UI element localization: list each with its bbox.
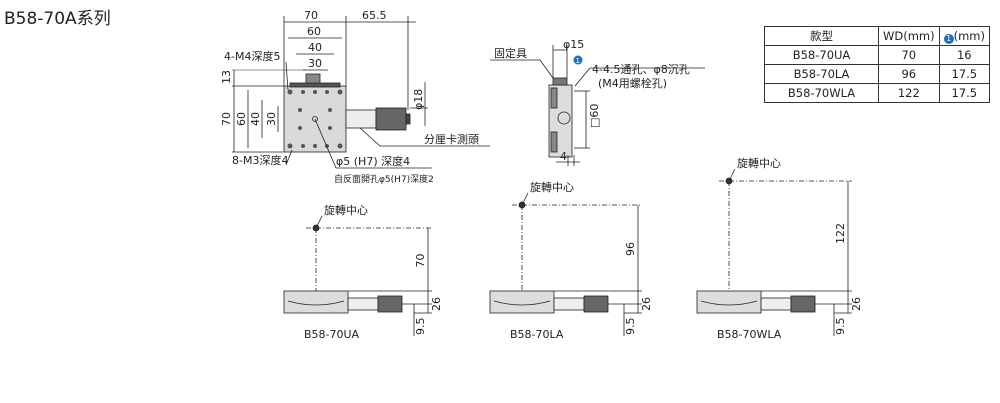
cell-model: B58-70LA [764,64,879,84]
micrometer-sleeve [760,297,792,311]
cell-wd: 70 [878,45,940,65]
dim-9-5: 9.5 [414,318,427,336]
micrometer-sleeve [345,109,377,129]
stage-body [283,290,349,314]
cell-marker: 17.5 [938,83,991,103]
micrometer-tip [405,113,411,125]
fixture-block [305,73,321,85]
marker-1-text: 1 [576,57,580,65]
dim-60: 60 [307,25,321,38]
dim-h30: 30 [265,112,278,126]
label-back-hole: 自反面開孔φ5(H7)深度2 [334,173,434,185]
micrometer-knob [377,295,403,313]
header-model: 款型 [764,26,879,46]
rotation-center-label: 旋轉中心 [324,203,368,217]
side-knob-top [550,87,558,109]
dim-phi18: φ18 [412,89,425,110]
label-micrometer: 分厘卡測頭 [424,132,479,146]
side-view: 1 φ15 固定具 4-4.5通孔、φ8沉孔 (M4用螺栓孔) □60 4 [490,38,705,166]
side-knob-bottom [550,131,558,153]
dim-9-5: 9.5 [834,318,847,336]
dim-h60: 60 [235,112,248,126]
table-header-row: 款型 WD(mm) 1(mm) [764,26,991,46]
model-label: B58-70LA [510,328,564,341]
center-pin-hole [312,116,318,122]
model-label: B58-70WLA [717,328,782,341]
leader-line [521,192,529,206]
top-view: 70 65.5 60 40 30 13 70 60 40 30 φ18 4-M4… [220,9,490,185]
stage-arc [493,300,551,306]
cell-wd: 122 [878,83,940,103]
cell-marker: 17.5 [938,64,991,84]
label-pin: φ5 (H7) 深度4 [336,154,410,168]
dim-4: 4 [560,150,567,163]
leader-line [728,168,736,182]
front-views: 旋轉中心70269.5B58-70UA旋轉中心96269.5B58-70LA旋轉… [283,156,863,341]
cell-wd: 96 [878,64,940,84]
rotation-center-label: 旋轉中心 [737,156,781,170]
stage-body [696,290,762,314]
model-label: B58-70UA [304,328,360,341]
label-m4: 4-M4深度5 [224,49,280,63]
stage-rail [289,82,341,88]
dim-26: 26 [850,297,863,311]
dim-65-5: 65.5 [362,9,387,22]
label-holes: 4-4.5通孔、φ8沉孔 [592,63,690,76]
micrometer-sleeve [553,297,585,311]
dim-26: 26 [430,297,443,311]
dim-70: 70 [304,9,318,22]
label-holes-m4: (M4用螺栓孔) [598,76,667,90]
micrometer-sleeve [347,297,379,311]
header-wd: WD(mm) [878,26,940,46]
cell-model: B58-70WLA [764,83,879,103]
dim-9-5: 9.5 [624,318,637,336]
cell-model: B58-70UA [764,45,879,65]
micrometer-knob [375,107,407,131]
micrometer-knob [583,295,609,313]
dim-40: 40 [308,41,322,54]
side-hole [557,111,571,125]
dim-h70: 70 [220,112,233,126]
dimension-lines [232,16,490,169]
dim-wd: 70 [414,254,427,268]
dim-sq60: □60 [588,104,601,128]
label-fixture: 固定具 [494,46,527,60]
stage-arc [287,300,345,306]
dim-30: 30 [308,57,322,70]
header-marker: 1(mm) [938,26,991,46]
side-fixture [552,77,568,86]
dim-13: 13 [220,70,233,84]
page-title: B58-70A系列 [4,9,111,29]
dim-wd: 96 [624,242,637,256]
micrometer-knob [790,295,816,313]
marker-1-icon [573,55,583,65]
stage-arc [700,300,758,306]
marker-1-icon: 1 [943,33,954,44]
dim-wd: 122 [834,223,847,244]
cell-marker: 16 [938,45,991,65]
header-marker-unit: (mm) [953,28,985,43]
leader-line [315,215,323,229]
label-m3: 8-M3深度4 [232,153,288,167]
stage-body [489,290,555,314]
rotation-center-label: 旋轉中心 [530,180,574,194]
dim-26: 26 [640,297,653,311]
screw-holes [287,89,343,149]
dim-phi15: φ15 [563,38,584,51]
dim-h40: 40 [249,112,262,126]
